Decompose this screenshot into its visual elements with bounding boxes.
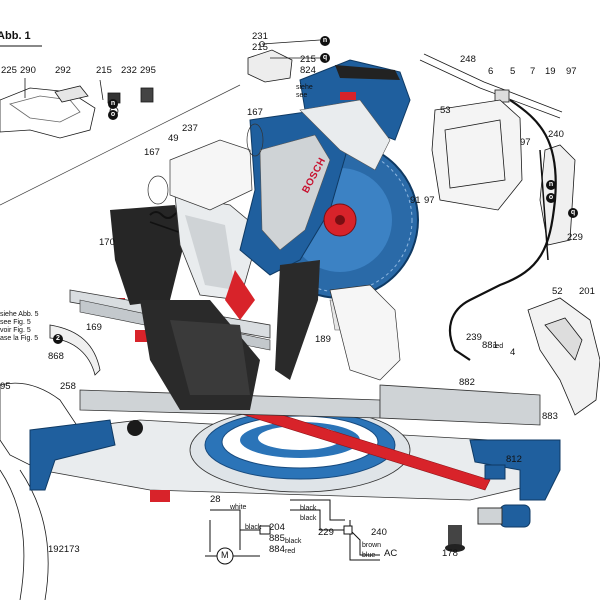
wire-label: black [245, 524, 262, 531]
part-label: 215 [252, 42, 268, 53]
right-electronics [419, 53, 576, 361]
part-label: 225 [1, 65, 17, 76]
part-label: 232 [121, 65, 137, 76]
part-label: 7 [530, 66, 536, 77]
part-label: 248 [460, 54, 476, 65]
part-label: 4 [510, 347, 516, 358]
note-ase: ase la Fig. 5 [0, 335, 39, 342]
callout-n: n [320, 36, 330, 46]
part-label: 189 [315, 334, 331, 345]
part-label: 229 [567, 232, 583, 243]
callout-q: q [320, 53, 330, 63]
part-label: 884 [269, 544, 285, 555]
part-label: 91 [410, 195, 421, 206]
part-label: 290 [20, 65, 36, 76]
wire-label: black [285, 538, 302, 545]
part-label: 812 [506, 454, 522, 465]
part-label: 169 [86, 322, 102, 333]
part-label: 97 [424, 195, 435, 206]
part-label: 292 [55, 65, 71, 76]
part-label: 167 [247, 107, 263, 118]
part-label: 240 [371, 527, 387, 538]
part-label: 229 [318, 527, 334, 538]
part-label: 231 [252, 31, 268, 42]
wire-label: blue [362, 552, 376, 559]
callout-n-right: n [546, 180, 556, 190]
slide-rails [69, 194, 271, 410]
part-label: 53 [440, 105, 451, 116]
figure-title: /Abb. 1 [0, 30, 31, 42]
motor-symbol: M [221, 550, 229, 560]
part-label: 868 [48, 351, 64, 362]
part-label: 97 [520, 137, 531, 148]
part-label: 170 [99, 237, 115, 248]
note-siehe: siehe Abb. 5 [0, 311, 39, 318]
note-voir: voir Fig. 5 [0, 327, 31, 334]
part-label: 824 [300, 65, 316, 76]
part-label: 258 [60, 381, 76, 392]
callout-q-right: q [568, 208, 578, 218]
saw-head [239, 59, 419, 380]
top-left-parts [0, 78, 154, 139]
wiring-schematic [205, 499, 380, 565]
note-see: see Fig. 5 [0, 319, 31, 326]
note-top-see: see [296, 92, 308, 99]
part-label: 49 [168, 133, 179, 144]
wire-label: black [300, 515, 317, 522]
part-label: 295 [140, 65, 156, 76]
part-label: 240 [548, 129, 564, 140]
wire-label: brown [362, 542, 382, 549]
part-label: 204 [269, 522, 285, 533]
part-label: 95 [0, 381, 11, 392]
part-label: 215 [96, 65, 112, 76]
part-label: 28 [210, 494, 221, 505]
part-label: 178 [442, 548, 458, 559]
part-label: 215 [300, 54, 316, 65]
part-label: 97 [566, 66, 577, 77]
wire-label: red [285, 548, 296, 555]
part-label: AC [384, 548, 398, 559]
note-top-siehe: siehe [296, 84, 313, 91]
part-label: 239 [466, 332, 482, 343]
part-label: 201 [579, 286, 595, 297]
part-label: 52 [552, 286, 563, 297]
part-label: 881 [482, 340, 498, 351]
part-label: 883 [542, 411, 558, 422]
callout-o-left: o [108, 110, 118, 120]
part-label: 5 [510, 66, 516, 77]
part-label: 237 [182, 123, 198, 134]
wire-label: black [300, 505, 317, 512]
top-bracket [247, 39, 321, 83]
part-label: 885 [269, 533, 285, 544]
part-label: 19 [545, 66, 556, 77]
part-label: 167 [144, 147, 160, 158]
handle-part [527, 297, 600, 416]
saw-base [29, 298, 561, 552]
part-label: 882 [459, 377, 475, 388]
callout-n-left: n [108, 99, 118, 109]
wire-label: white [230, 504, 247, 511]
guard-covers [147, 123, 401, 381]
part-label: 6 [488, 66, 494, 77]
callout-2: 2 [53, 334, 63, 344]
callout-o-right: o [546, 193, 556, 203]
wire-label: red [493, 343, 504, 350]
separator-line [0, 84, 241, 206]
part-label: 192173 [48, 544, 80, 555]
